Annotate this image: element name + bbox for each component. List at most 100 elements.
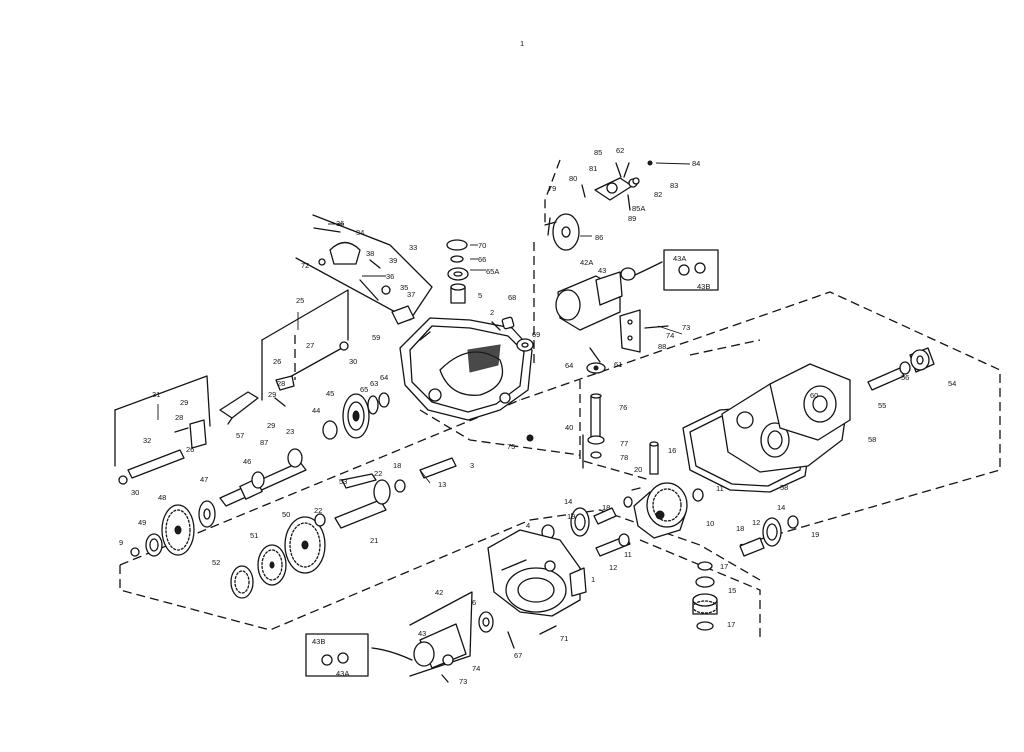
- callout-73b: 73: [459, 677, 467, 686]
- callout-25: 25: [296, 296, 304, 305]
- callout-75: 75: [507, 442, 515, 451]
- bracket-group-33: [295, 214, 433, 325]
- callout-11b: 11: [624, 550, 632, 559]
- callout-89: 89: [628, 214, 636, 223]
- callout-49: 49: [138, 518, 146, 527]
- callout-16: 16: [668, 446, 676, 455]
- callout-29b: 29: [180, 398, 188, 407]
- bracket-88: [619, 309, 669, 353]
- inset-box-43A-43B: [663, 249, 719, 291]
- callout-33: 33: [409, 243, 417, 252]
- callout-14a: 14: [564, 497, 572, 506]
- callout-68: 68: [508, 293, 516, 302]
- callout-43b: 43B: [697, 282, 710, 291]
- callout-28b: 28: [175, 413, 183, 422]
- callout-30a: 30: [349, 357, 357, 366]
- callout-58b: 58: [780, 483, 788, 492]
- part-64-61: [586, 347, 606, 374]
- motor-42: [305, 591, 473, 683]
- pin-16: [649, 441, 659, 475]
- callout-70: 70: [478, 241, 486, 250]
- callout-11a: 11: [716, 484, 724, 493]
- callout-18a: 18: [393, 461, 401, 470]
- callout-32: 32: [143, 436, 151, 445]
- callout-79: 79: [548, 184, 556, 193]
- callout-54: 54: [948, 379, 956, 388]
- callout-38: 38: [366, 249, 374, 258]
- page-number: 1: [520, 39, 524, 48]
- callout-17b: 17: [727, 620, 735, 629]
- gear-47: [198, 500, 216, 528]
- callout-43: 43: [598, 266, 606, 275]
- callout-9: 9: [119, 538, 123, 547]
- callout-51: 51: [250, 531, 258, 540]
- callout-45: 45: [326, 389, 334, 398]
- callout-80: 80: [569, 174, 577, 183]
- callout-34: 34: [356, 228, 364, 237]
- callout-65: 65: [360, 385, 368, 394]
- callout-30b: 30: [131, 488, 139, 497]
- callout-18b: 18: [602, 503, 610, 512]
- callout-65a: 65A: [486, 267, 499, 276]
- callout-12b: 12: [752, 518, 760, 527]
- callout-43a: 43A: [673, 254, 686, 263]
- callout-4: 4: [526, 521, 530, 530]
- callout-82: 82: [654, 190, 662, 199]
- callout-37: 37: [407, 290, 415, 299]
- gear-14b: [739, 515, 799, 557]
- callout-71: 71: [560, 634, 568, 643]
- callout-57: 57: [236, 431, 244, 440]
- callout-1: 1: [591, 575, 595, 584]
- bracket-group-31: [114, 375, 211, 485]
- washer-stack: [446, 239, 469, 304]
- shaft-46-group: [219, 448, 307, 507]
- gear-14a: [570, 507, 590, 537]
- callout-29a: 29: [268, 390, 276, 399]
- callout-83: 83: [670, 181, 678, 190]
- callout-15: 15: [728, 586, 736, 595]
- callout-58a: 58: [868, 435, 876, 444]
- callout-66: 66: [478, 255, 486, 264]
- inset-box-43B-43A: [305, 633, 369, 677]
- callout-86: 86: [595, 233, 603, 242]
- callout-26b: 26: [186, 445, 194, 454]
- shift-linkage-cluster: [581, 160, 691, 211]
- callout-76: 76: [619, 403, 627, 412]
- callout-61: 61: [614, 360, 622, 369]
- callout-88: 88: [658, 342, 666, 351]
- callout-36a: 36: [336, 219, 344, 228]
- callout-85: 85: [594, 148, 602, 157]
- callout-78: 78: [620, 453, 628, 462]
- gear-50: [284, 516, 326, 574]
- callout-19a: 19: [567, 512, 575, 521]
- callout-40: 40: [565, 423, 573, 432]
- callout-20: 20: [634, 465, 642, 474]
- callout-46: 46: [243, 457, 251, 466]
- leader-lines: [157, 223, 683, 484]
- callout-44: 44: [312, 406, 320, 415]
- bearing-15-17: [692, 561, 718, 631]
- callout-42a: 42A: [580, 258, 593, 267]
- pin-20: [631, 487, 641, 491]
- callout-62: 62: [616, 146, 624, 155]
- callout-67: 67: [514, 651, 522, 660]
- callout-31: 31: [152, 390, 160, 399]
- callout-22a: 22: [374, 469, 382, 478]
- bracket-group-25: [261, 289, 349, 407]
- callout-48: 48: [158, 493, 166, 502]
- callout-64b: 64: [380, 373, 388, 382]
- gear-52: [230, 565, 254, 599]
- callout-50: 50: [282, 510, 290, 519]
- gear-assembly-10: [633, 482, 704, 539]
- gear-48: [161, 504, 195, 556]
- callout-21: 21: [370, 536, 378, 545]
- callout-43bb: 43B: [312, 637, 325, 646]
- callout-56: 56: [901, 373, 909, 382]
- callout-43ab: 43A: [336, 669, 349, 678]
- bevel-gear-45: [322, 392, 390, 440]
- callout-6: 6: [472, 598, 476, 607]
- callout-63: 63: [370, 379, 378, 388]
